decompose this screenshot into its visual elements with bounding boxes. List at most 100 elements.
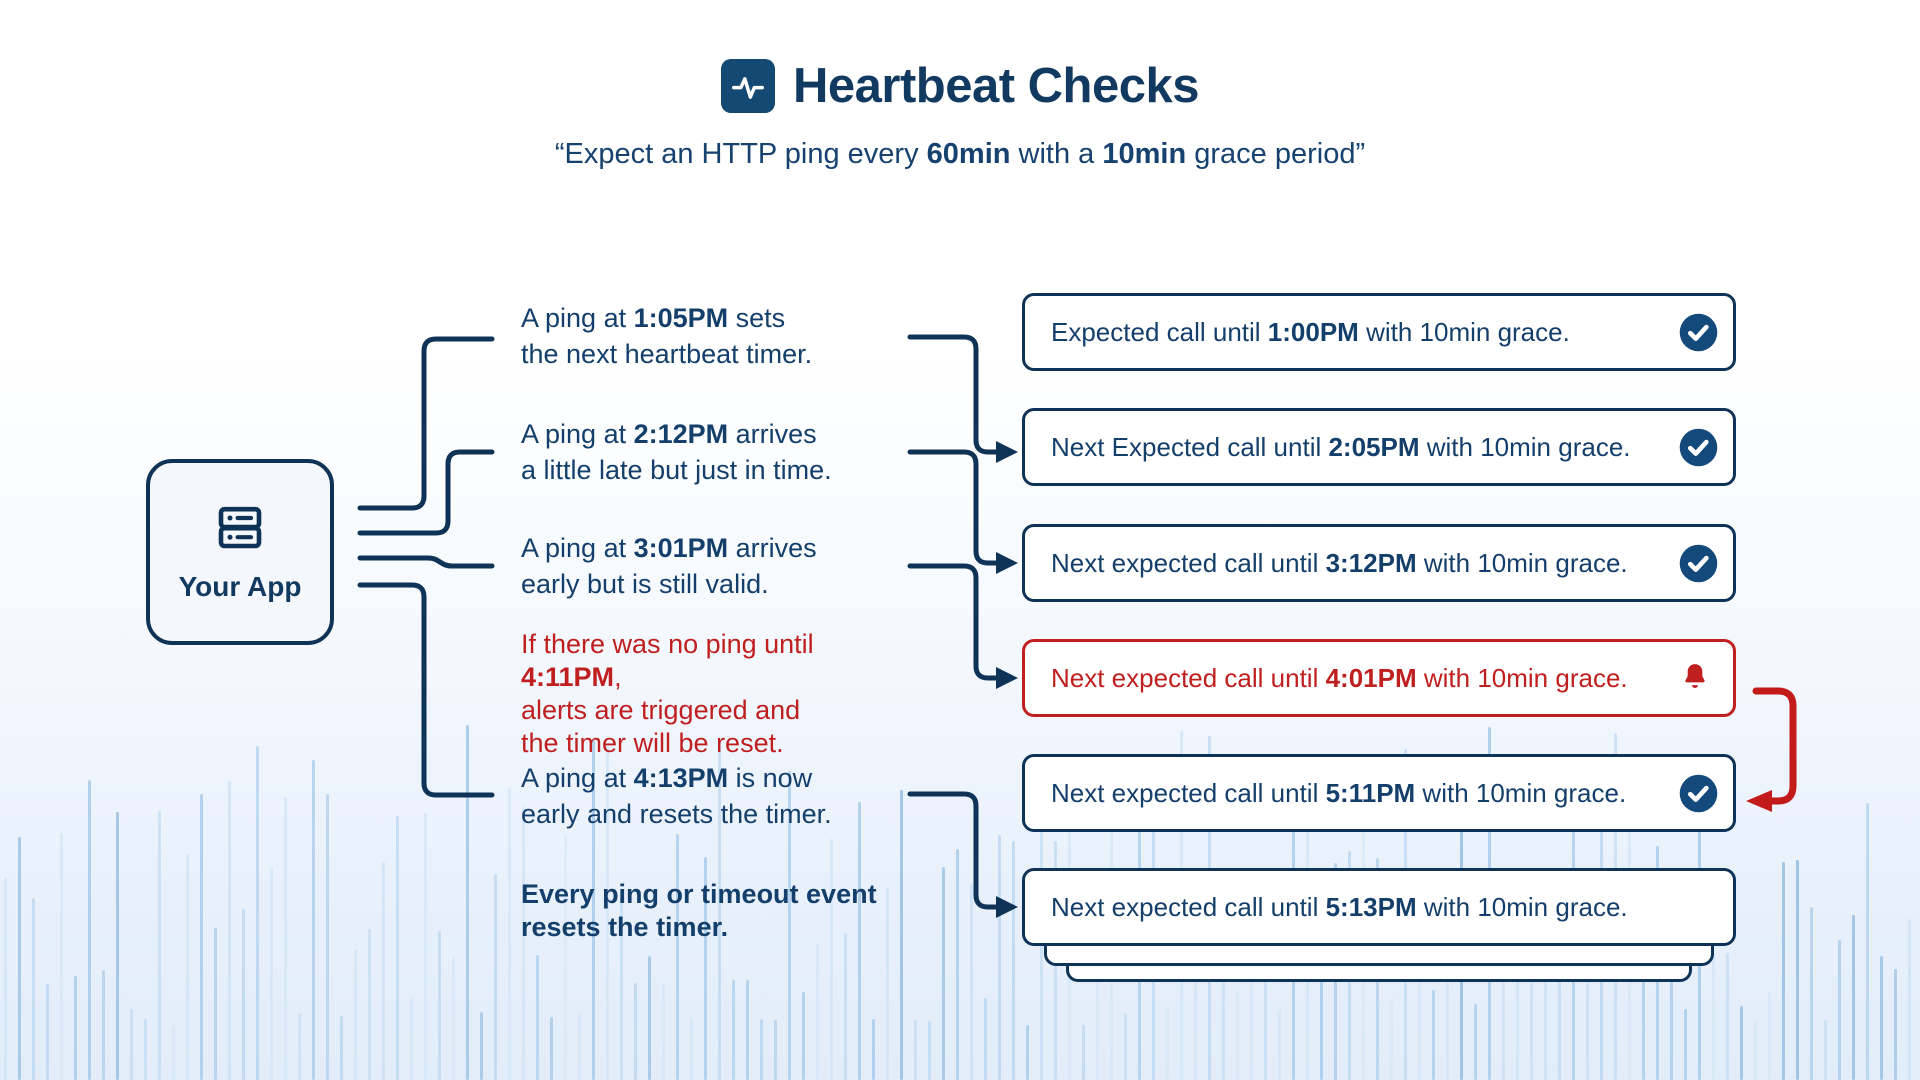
waveform-bar	[942, 867, 945, 1080]
waveform-bar	[1866, 803, 1869, 1080]
waveform-bar	[1166, 1007, 1169, 1080]
your-app-label: Your App	[178, 570, 302, 602]
note-line: a little late but just in time.	[521, 455, 832, 485]
waveform-bar	[1264, 981, 1267, 1080]
note-timeout-411pm: If there was no ping until 4:11PM, alert…	[521, 628, 921, 760]
check-icon	[1678, 773, 1719, 814]
waveform-bar	[844, 933, 847, 1080]
waveform-bar	[1516, 965, 1519, 1080]
note-line: resets the timer.	[521, 912, 729, 942]
subtitle-end: grace period”	[1186, 138, 1366, 170]
note-line: Every ping or timeout event	[521, 879, 877, 909]
waveform-bar	[1418, 895, 1421, 1080]
waveform-bar	[690, 1018, 693, 1080]
waveform-bar	[284, 797, 287, 1080]
waveform-bar	[116, 812, 119, 1080]
waveform-bar	[1474, 1004, 1477, 1080]
waveform-bar	[1544, 932, 1547, 1080]
waveform-bar	[1768, 992, 1771, 1080]
waveform-bar	[746, 980, 749, 1080]
waveform-bar	[18, 837, 21, 1080]
subtitle-grace: 10min	[1102, 138, 1187, 170]
waveform-bar	[186, 854, 189, 1080]
waveform-bar	[1096, 950, 1099, 1080]
waveform-bar	[634, 983, 637, 1080]
waveform-bar	[970, 884, 973, 1080]
waveform-bar	[1586, 965, 1589, 1080]
waveform-bar	[1432, 990, 1435, 1080]
waveform-bar	[858, 802, 861, 1080]
waveform-bar	[480, 1012, 483, 1080]
subtitle-interval: 60min	[926, 138, 1011, 170]
waveform-bar	[368, 929, 371, 1080]
note-ping-212pm: A ping at 2:12PM arrives a little late b…	[521, 416, 921, 488]
waveform-bar	[326, 794, 329, 1080]
waveform-bar	[130, 1009, 133, 1080]
waveform-bar	[592, 740, 595, 1080]
waveform-bar	[354, 949, 357, 1080]
waveform-bar	[1684, 1009, 1687, 1080]
waveform-bar	[466, 725, 469, 1080]
status-box-511pm: Next expected call until 5:11PM with 10m…	[1022, 754, 1736, 832]
waveform-bar	[1810, 907, 1813, 1080]
waveform-bar	[256, 746, 259, 1080]
waveform-bar	[298, 1013, 301, 1080]
note-line: the timer will be reset.	[521, 728, 784, 758]
note-ping-413pm: A ping at 4:13PM is now early and resets…	[521, 760, 921, 832]
status-box-205pm: Next Expected call until 2:05PM with 10m…	[1022, 408, 1736, 486]
waveform-bar	[648, 956, 651, 1080]
status-box-401pm-alert: Next expected call until 4:01PM with 10m…	[1022, 639, 1736, 717]
waveform-bar	[1558, 934, 1561, 1080]
waveform-bar	[1740, 1006, 1743, 1080]
waveform-bar	[1754, 1021, 1757, 1080]
waveform-bar	[816, 943, 819, 1080]
waveform-bar	[1012, 841, 1015, 1080]
status-box-312pm: Next expected call until 3:12PM with 10m…	[1022, 524, 1736, 602]
waveform-bar	[760, 1019, 763, 1080]
note-line: the next heartbeat timer.	[521, 339, 813, 369]
waveform-bar	[1908, 919, 1911, 1080]
waveform-bar	[1026, 1025, 1029, 1080]
status-text: Next expected call until 5:13PM with 10m…	[1051, 891, 1628, 922]
waveform-bar	[802, 992, 805, 1080]
waveform-bar	[830, 839, 833, 1080]
waveform-bar	[1236, 991, 1239, 1080]
waveform-bar	[382, 862, 385, 1080]
waveform-bar	[1530, 958, 1533, 1080]
waveform-bar	[74, 976, 77, 1080]
waveform-bar	[522, 807, 525, 1080]
waveform-bar	[718, 745, 721, 1080]
subtitle-mid: with a	[1010, 138, 1103, 170]
waveform-bar	[550, 1017, 553, 1080]
waveform-bar	[564, 834, 567, 1080]
note-reset-caption: Every ping or timeout event resets the t…	[521, 878, 921, 944]
waveform-bar	[788, 771, 791, 1080]
waveform-bar	[900, 790, 903, 1080]
waveform-bar	[270, 867, 273, 1080]
waveform-bar	[396, 816, 399, 1080]
note-ping-105pm: A ping at 1:05PM sets the next heartbeat…	[521, 300, 921, 372]
waveform-bar	[1390, 1000, 1393, 1080]
waveform-bar	[144, 1019, 147, 1080]
status-box-513pm: Next expected call until 5:13PM with 10m…	[1022, 868, 1736, 946]
waveform-bar	[410, 997, 413, 1080]
waveform-bar	[1124, 1013, 1127, 1080]
note-line: If there was no ping until 4:11PM,	[521, 629, 814, 692]
server-icon	[212, 502, 268, 559]
waveform-bar	[998, 835, 1001, 1080]
waveform-bar	[1852, 915, 1855, 1080]
waveform-bar	[452, 957, 455, 1080]
waveform-bar	[914, 1020, 917, 1080]
waveform-bar	[1726, 953, 1729, 1080]
status-box-100pm: Expected call until 1:00PM with 10min gr…	[1022, 293, 1736, 371]
waveform-bar	[704, 857, 707, 1080]
page-title: Heartbeat Checks	[793, 59, 1199, 113]
note-line: alerts are triggered and	[521, 695, 801, 725]
waveform-bar	[1278, 1010, 1281, 1080]
waveform-bar	[46, 984, 49, 1080]
waveform-bar	[1502, 938, 1505, 1080]
waveform-bar	[1824, 1020, 1827, 1080]
check-icon	[1678, 312, 1719, 353]
waveform-bar	[774, 1020, 777, 1080]
waveform-bar	[984, 998, 987, 1080]
